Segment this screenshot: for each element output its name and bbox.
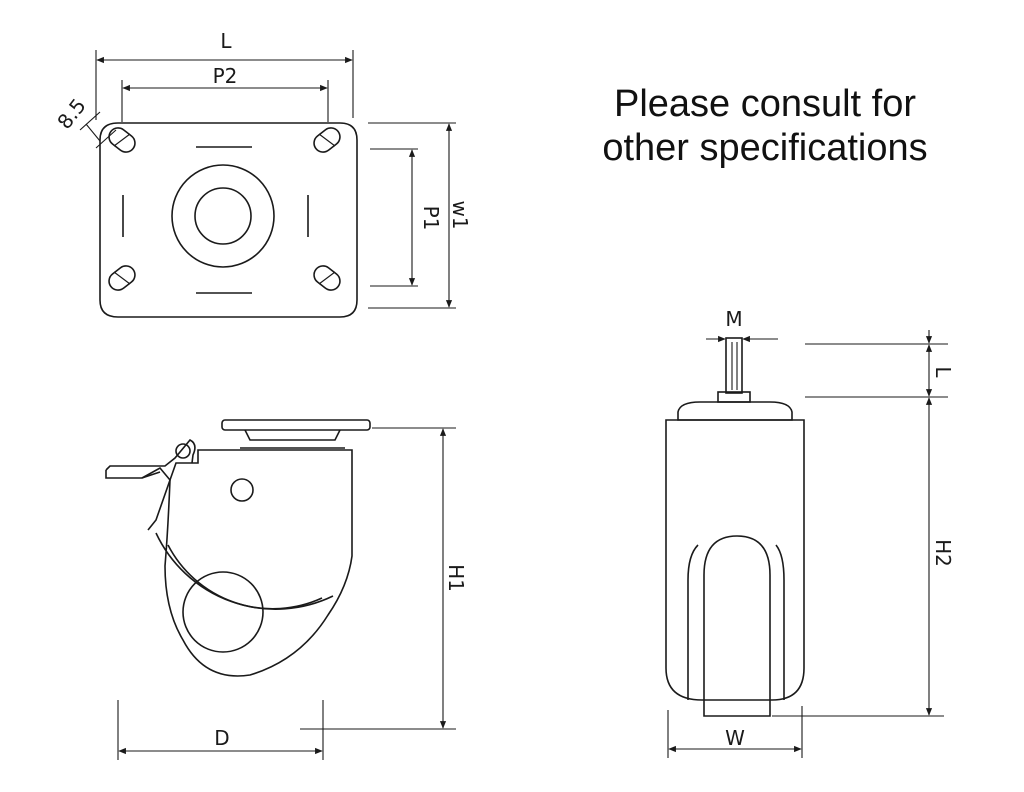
label-P2: P2	[213, 64, 238, 88]
label-W1: w1	[448, 200, 472, 229]
label-L: L	[220, 29, 232, 53]
dimension-H1: H1	[300, 427, 468, 730]
dimension-hole: 8.5	[52, 94, 117, 149]
wheel-tread-outer	[155, 532, 334, 610]
wheel-front	[703, 535, 771, 717]
brake-lever	[105, 439, 196, 531]
wheel-tread-inner	[167, 544, 323, 610]
label-L-stem: L	[931, 366, 955, 378]
bolt-slot	[108, 265, 136, 291]
mounting-plate-outline	[99, 122, 358, 318]
label-H1: H1	[444, 564, 468, 592]
side-view: H1 D	[105, 419, 468, 760]
dimension-M: M	[706, 307, 778, 343]
fork-front	[665, 419, 805, 701]
dimension-P2: P2	[121, 64, 329, 122]
label-H2: H2	[931, 539, 955, 567]
side-mounting-plate	[221, 419, 371, 431]
bolt-slot	[313, 127, 341, 153]
threaded-stem	[725, 337, 743, 394]
center-boss-inner	[194, 187, 252, 245]
label-D: D	[214, 726, 229, 750]
bolt-slot	[313, 265, 341, 291]
plate-ribs	[122, 146, 309, 294]
bolt-slot	[108, 127, 136, 153]
center-boss-outer	[171, 164, 275, 268]
label-hole-diameter: 8.5	[52, 94, 90, 134]
front-view: M L H2 W	[665, 307, 955, 758]
note-line-2: other specifications	[602, 127, 928, 169]
specification-note: Please consult for other specifications	[530, 82, 1000, 170]
note-line-1: Please consult for	[613, 83, 917, 125]
dimension-L: L	[95, 29, 354, 120]
label-M: M	[725, 307, 742, 331]
swivel-cap	[677, 401, 793, 421]
dimension-H2: H2	[772, 397, 955, 717]
fork-body	[164, 449, 353, 677]
dimension-W1: w1	[368, 122, 472, 309]
top-view: L P2 8.5 P1 w1	[52, 29, 472, 318]
dimension-L-stem: L	[805, 330, 955, 398]
label-P1: P1	[419, 206, 443, 231]
dimension-P1: P1	[370, 148, 443, 287]
label-W: W	[725, 726, 745, 750]
rivet	[230, 478, 254, 502]
axle-hub	[182, 571, 264, 653]
dimension-D: D	[117, 700, 324, 760]
swivel-race	[244, 429, 341, 441]
dimension-W: W	[667, 706, 803, 758]
